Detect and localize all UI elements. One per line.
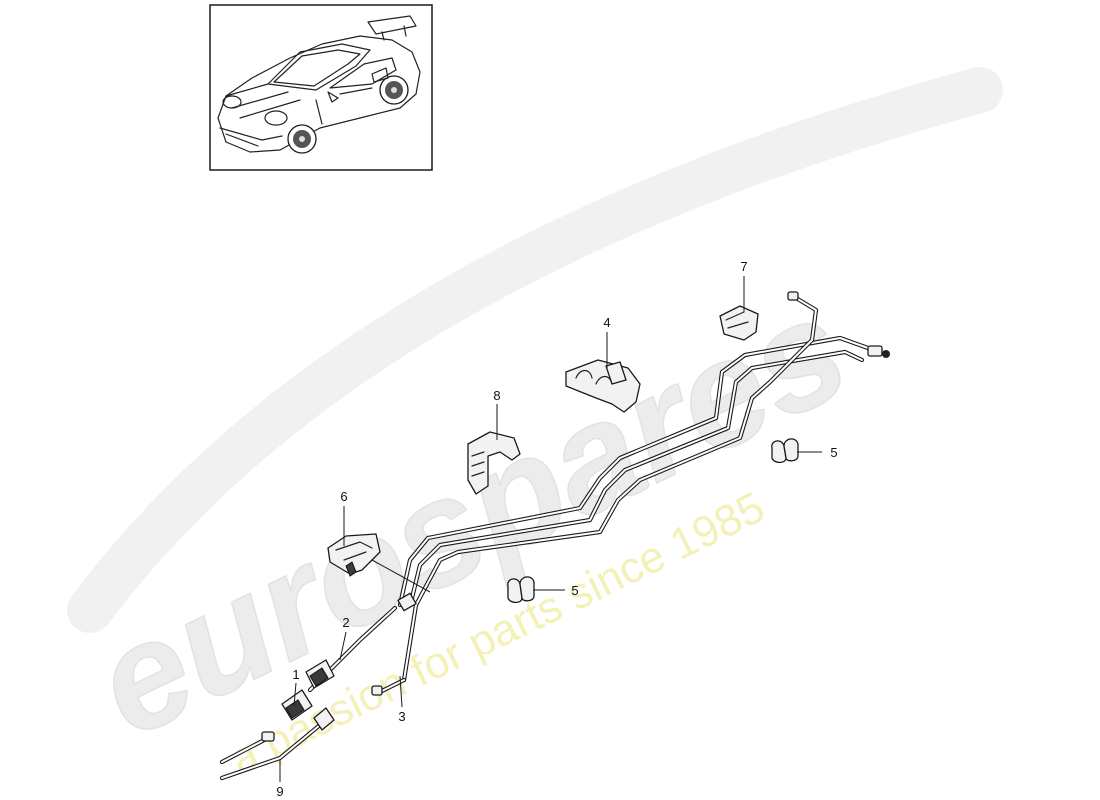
vehicle-thumbnail — [209, 4, 433, 171]
part-9-fitting — [261, 707, 335, 742]
part-7-clip — [719, 305, 759, 341]
leader-lines — [279, 276, 822, 782]
part-1-fittings — [281, 659, 335, 721]
callout-6: 6 — [340, 489, 347, 504]
callout-2: 2 — [342, 615, 349, 630]
callout-7: 7 — [740, 259, 747, 274]
car-icon — [217, 15, 421, 154]
pipe-assembly — [219, 291, 890, 781]
callout-5-upper: 5 — [830, 445, 837, 460]
callout-5-lower: 5 — [571, 583, 578, 598]
callout-9: 9 — [276, 784, 283, 799]
part-4-holder — [565, 359, 641, 413]
callout-4: 4 — [603, 315, 610, 330]
part-6-bracket — [327, 533, 381, 577]
callout-8: 8 — [493, 388, 500, 403]
part-8-clip — [467, 431, 521, 495]
callout-1: 1 — [292, 667, 299, 682]
callout-3: 3 — [398, 709, 405, 724]
part-5-clip-lower — [507, 576, 535, 604]
callouts: 1 2 3 4 5 5 6 7 8 9 — [276, 259, 837, 799]
part-5-clip-upper — [771, 438, 799, 464]
watermark: eurospares a passion for parts since 198… — [67, 67, 1003, 784]
